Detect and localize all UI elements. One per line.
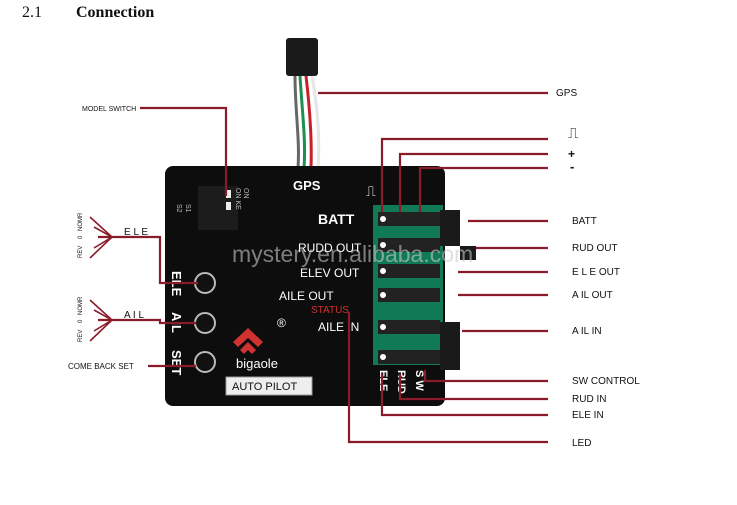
pcb-header	[373, 205, 443, 365]
pin-rows	[378, 212, 440, 364]
section-title: Connection	[76, 4, 155, 21]
brand-name: bigaole	[236, 356, 278, 371]
callout-ail-in: A IL IN	[572, 326, 602, 337]
board-label-aile-in: AILE IN	[318, 320, 359, 334]
callout-minus: -	[570, 159, 574, 174]
section-number: 2.1	[22, 4, 42, 21]
trim-scale-rev-ail: REV	[78, 330, 84, 342]
servo-leads	[440, 210, 476, 370]
gps-plug	[286, 38, 318, 76]
trim-scale-nomr-ail: NOMR	[78, 296, 84, 315]
callout-led: LED	[572, 438, 591, 449]
auto-pilot-badge-label: AUTO PILOT	[232, 381, 297, 393]
callout-ail-out: A IL OUT	[572, 290, 613, 301]
gps-cable	[286, 38, 321, 169]
board-label-gps: GPS	[293, 178, 321, 193]
board-header-mark: ⎍	[366, 183, 376, 199]
auto-pilot-badge	[225, 376, 313, 396]
section-heading: 2.1 Connection	[22, 4, 154, 22]
callout-gps: GPS	[556, 88, 577, 99]
dip-label-on: ON	[242, 188, 249, 199]
callout-signal: ⎍	[568, 125, 579, 142]
dip-label-s2: S2	[175, 204, 182, 213]
board-label-batt: BATT	[318, 211, 355, 227]
callout-plus: +	[568, 147, 575, 161]
trim-scale-zero-ele: 0	[78, 235, 84, 239]
callout-rud-out: RUD OUT	[572, 243, 618, 254]
ail-trim-pot	[194, 312, 216, 334]
set-trim-pot	[194, 351, 216, 373]
callout-come-back-set: COME BACK SET	[68, 362, 134, 371]
bigaole-logo	[233, 328, 263, 354]
board-label-elev-out: ELEV OUT	[300, 266, 360, 280]
trim-scale-zero-ail: 0	[78, 319, 84, 323]
callout-ail: A I L	[124, 310, 144, 321]
board-label-status: STATUS	[311, 305, 349, 316]
callout-sw-control: SW CONTROL	[572, 376, 640, 387]
dip-switch	[198, 186, 238, 230]
dip-label-on-ke: ON KE	[234, 188, 241, 210]
board-label-aile-out: AILE OUT	[279, 289, 334, 303]
board-label-rudd-out: RUDD OUT	[298, 241, 362, 255]
callout-model-switch: MODEL SWITCH	[82, 106, 136, 113]
trim-scale-nomr-ele: NOMR	[78, 212, 84, 231]
trim-scale-rev-ele: REV	[78, 246, 84, 258]
dip-label-s1: S1	[184, 204, 191, 213]
trim-pots	[194, 272, 216, 373]
callout-batt: BATT	[572, 216, 597, 227]
callout-ele-in: ELE IN	[572, 410, 604, 421]
trim-scale-fans	[89, 216, 114, 342]
board-label-bottom-sw: S W	[413, 370, 425, 391]
callout-rud-in: RUD IN	[572, 394, 606, 405]
watermark: mystery.en.alibaba.com	[232, 241, 473, 267]
leader-lines	[98, 91, 548, 444]
brand-registered-mark: ®	[277, 316, 286, 330]
board-label-set: SET	[169, 350, 184, 375]
callout-ele-out: E L E OUT	[572, 267, 620, 278]
callout-ele: E L E	[124, 227, 148, 238]
